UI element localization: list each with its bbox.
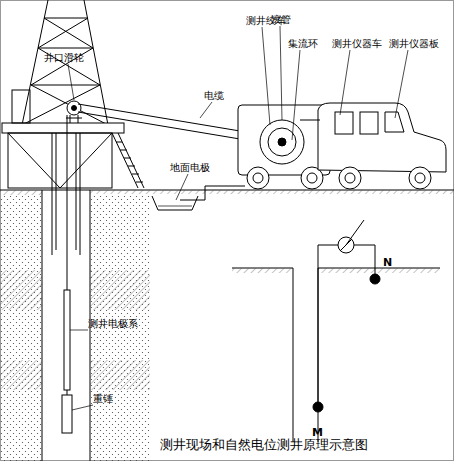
ground-surface [0, 190, 454, 195]
logging-instrument-truck [300, 103, 446, 189]
part-label: 电缆 [204, 90, 224, 102]
figure-caption: 测井现场和自然电位测井原理示意图 [160, 437, 368, 452]
part-label: 井口滑轮 [44, 52, 84, 64]
part-label: 测井仪器板 [389, 38, 439, 50]
part-label: 重锤 [93, 393, 113, 405]
part-label: 集流环 [288, 38, 318, 50]
electrode-letter: N [383, 257, 392, 269]
sp-principle-schematic [232, 220, 440, 442]
borehole [0, 115, 150, 461]
part-label: 测井仪器车 [332, 38, 382, 50]
leader-lines [68, 26, 408, 410]
part-label: 测井电极系 [88, 318, 138, 330]
part-label: 滚管 [271, 14, 291, 26]
part-label: 地面电极 [170, 162, 210, 174]
derrick [2, 0, 144, 188]
logging-winch-truck [238, 105, 330, 189]
ground-electrode [152, 186, 245, 210]
